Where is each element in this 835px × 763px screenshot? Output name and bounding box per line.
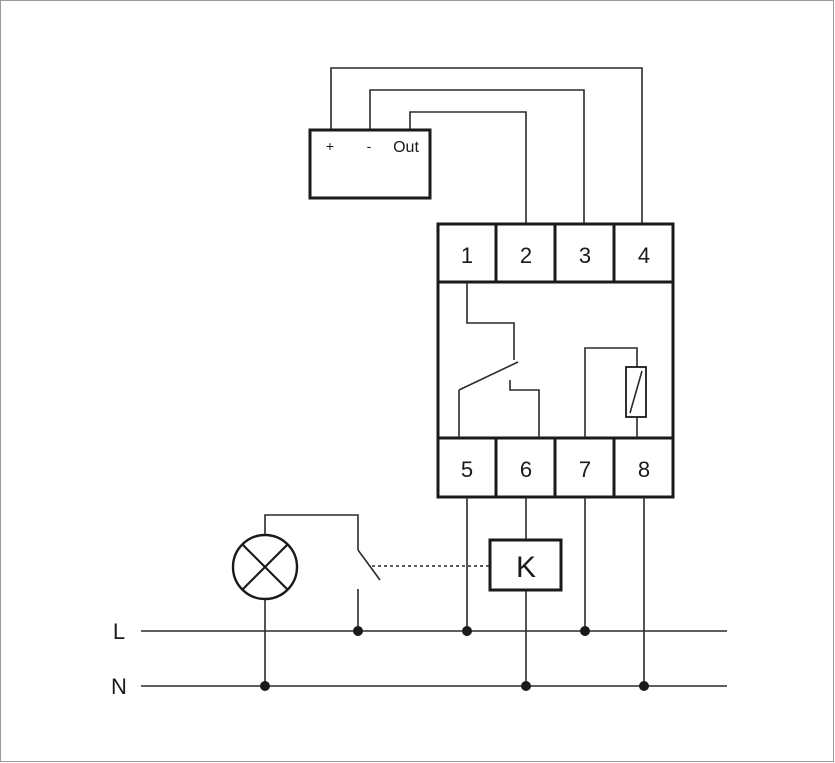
terminal-2: 2 [520,243,532,268]
contactor-coil: K [488,538,563,592]
terminal-8: 8 [638,457,650,482]
lamp-circuit [264,514,381,686]
relay-contact-symbol [458,282,540,438]
sensor-plus-label: + [326,138,334,154]
junction-dots [260,626,649,691]
terminal-1: 1 [461,243,473,268]
terminal-6: 6 [520,457,532,482]
terminal-3: 3 [579,243,591,268]
sensor-wires [330,67,643,224]
lamp-symbol [231,533,299,601]
terminal-7: 7 [579,457,591,482]
neutral-line-label: N [111,674,127,699]
terminal-4: 4 [638,243,650,268]
terminal-5: 5 [461,457,473,482]
sensor-module: + - Out [308,128,432,200]
contactor-label: K [516,551,536,584]
sensor-out-label: Out [393,139,419,156]
terminal-wires [466,497,645,686]
live-line-label: L [113,619,125,644]
supply-lines: L N [111,619,727,699]
internal-resistor-symbol [584,347,647,438]
relay-module: 1 2 3 4 5 6 7 8 [436,222,675,499]
sensor-minus-label: - [367,138,372,154]
